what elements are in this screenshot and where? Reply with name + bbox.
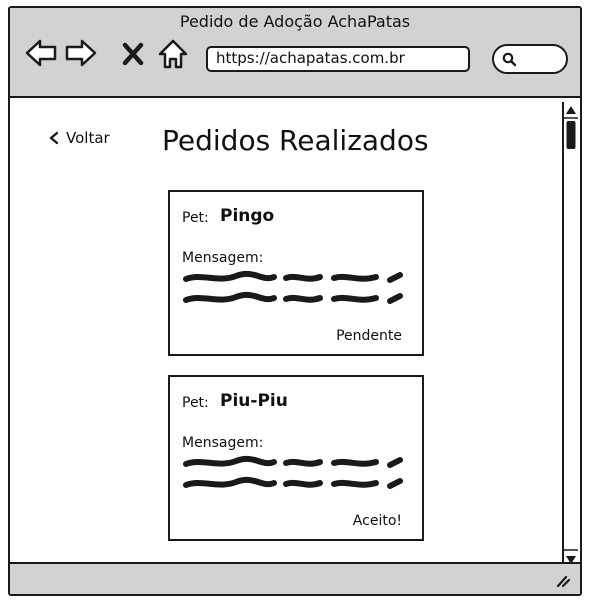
pet-label: Pet: [182, 395, 209, 411]
scrollbar-graphic [564, 106, 578, 564]
pet-name: Pingo [220, 206, 275, 226]
home-icon[interactable] [156, 36, 190, 70]
close-icon[interactable] [120, 36, 146, 70]
order-card: Pet: Piu-Piu Mensagem: Aceito! [168, 375, 424, 541]
back-arrow-icon[interactable] [24, 36, 58, 70]
page-title: Pedidos Realizados [162, 124, 429, 157]
message-scribble [183, 270, 403, 304]
message-label: Mensagem: [182, 435, 264, 451]
back-link-label: Voltar [66, 129, 110, 147]
url-bar[interactable]: https://achapatas.com.br [206, 46, 470, 72]
search-field[interactable] [492, 44, 568, 74]
window-title: Pedido de Adoção AchaPatas [179, 12, 411, 31]
pet-label: Pet: [182, 210, 209, 226]
resize-grip-icon[interactable] [554, 572, 570, 588]
chevron-left-icon [49, 131, 59, 145]
forward-arrow-icon[interactable] [64, 36, 98, 70]
message-scribble [183, 455, 403, 489]
status-badge: Aceito! [352, 513, 402, 529]
back-link[interactable]: Voltar [48, 129, 110, 147]
browser-window: Pedido de Adoção AchaPatas https://achap… [8, 6, 582, 596]
message-label: Mensagem: [182, 250, 264, 266]
status-badge: Pendente [336, 328, 402, 344]
status-bar [10, 562, 580, 594]
order-card: Pet: Pingo Mensagem: Pendente [168, 190, 424, 356]
browser-chrome: Pedido de Adoção AchaPatas https://achap… [10, 8, 580, 98]
search-icon [502, 52, 517, 67]
vertical-scrollbar[interactable] [562, 102, 578, 568]
pet-name: Piu-Piu [220, 391, 288, 411]
